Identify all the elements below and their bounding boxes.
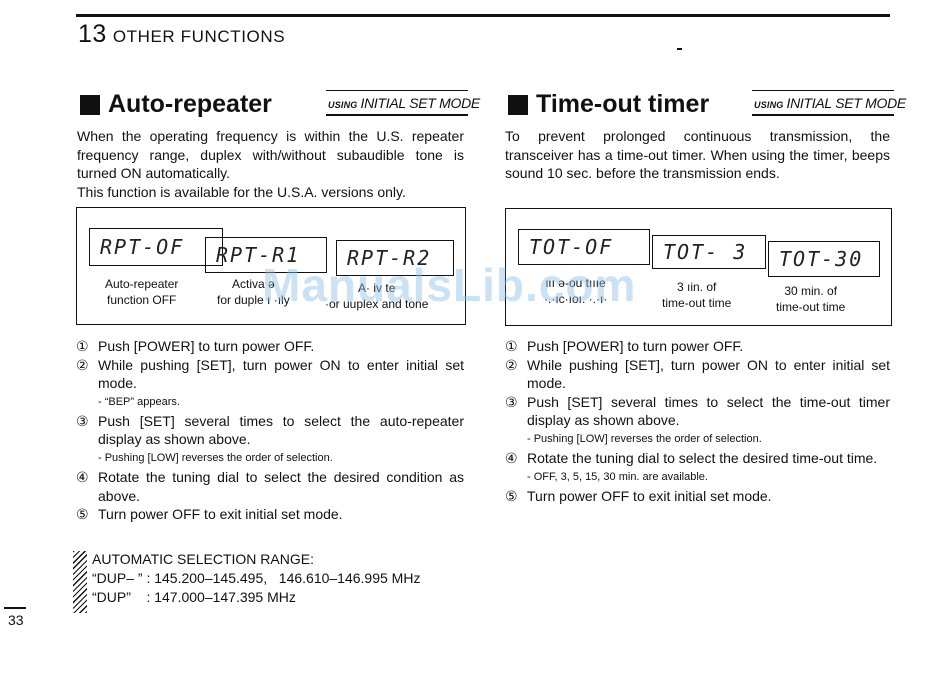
section-square-icon (80, 94, 100, 115)
header-rule (76, 14, 890, 17)
badge-prefix: USING (328, 100, 358, 110)
chapter-heading: 13 OTHER FUNCTIONS (78, 20, 285, 49)
step-note: - Pushing [LOW] reverses the order of se… (98, 451, 333, 464)
step-number: ③ (505, 393, 518, 410)
lcd-display: RPT-R1 (205, 237, 327, 273)
lcd-display: RPT-R2 (336, 240, 454, 276)
range-hatch-marker (73, 551, 87, 613)
page-number: 33 (8, 612, 24, 628)
step-text: Turn power OFF to exit initial set mode. (98, 506, 343, 523)
step-note: - OFF, 3, 5, 15, 30 min. are available. (527, 470, 708, 483)
step-item: ④ Rotate the tuning dial to select the de… (505, 449, 890, 468)
watermark: ManualsLib.com (262, 259, 637, 311)
step-text: Push [POWER] to turn power OFF. (527, 338, 744, 354)
display-caption: 30 min. of time-out time (776, 284, 846, 314)
time-out-timer-title-text: Time-out timer (536, 90, 710, 118)
auto-repeater-title: Auto-repeater (80, 90, 272, 119)
time-out-intro: To prevent prolonged continuous transmis… (505, 127, 890, 183)
intro-paragraph: When the operating frequency is within t… (77, 128, 464, 182)
badge-text: INITIAL SET MODE (786, 95, 907, 111)
lcd-display: TOT-30 (768, 241, 880, 277)
step-note: - Pushing [LOW] reverses the order of se… (527, 432, 762, 445)
range-heading: AUTOMATIC SELECTION RANGE: (92, 551, 314, 567)
display-caption: A· iv te ·or uuplex and tone (325, 281, 429, 311)
step-number: ⑤ (505, 487, 518, 504)
range-row: “DUP” : 147.000–147.395 MHz (92, 589, 296, 605)
speck (677, 48, 682, 50)
step-item: ③ Push [SET] several times to select the … (76, 412, 464, 449)
step-number: ① (76, 338, 89, 354)
step-number: ⑤ (76, 506, 89, 523)
auto-repeater-intro: When the operating frequency is within t… (77, 127, 464, 201)
lcd-display: TOT-OF (518, 229, 650, 265)
step-number: ② (505, 356, 518, 373)
display-caption: 3 ıin. of time-out time (662, 280, 732, 310)
step-item: ① Push [POWER] to turn power OFF. (505, 337, 890, 356)
step-text: While pushing [SET], turn power ON to en… (527, 356, 890, 392)
auto-selection-range: AUTOMATIC SELECTION RANGE: “DUP– ” : 145.… (92, 550, 420, 607)
step-text: Push [SET] several times to select the t… (527, 393, 890, 429)
step-text: Rotate the tuning dial to select the des… (527, 449, 878, 466)
step-number: ② (76, 356, 89, 373)
step-item: ④ Rotate the tuning dial to select the de… (76, 468, 464, 505)
range-row: “DUP– ” : 145.200–145.495, 146.610–146.9… (92, 570, 421, 586)
display-caption: Auto-repeater function OFF (105, 277, 179, 307)
step-item: ② While pushing [SET], turn power ON to e… (505, 356, 890, 393)
time-out-figure: TOT-OF TOT- 3 TOT-30 ιıı ə-ou tıııe ·.·ı… (505, 208, 892, 326)
step-text: Push [POWER] to turn power OFF. (98, 338, 315, 354)
step-note: - “BEP” appears. (98, 395, 180, 408)
auto-repeater-title-text: Auto-repeater (108, 90, 272, 118)
lcd-display: RPT-OF (89, 228, 223, 266)
badge-prefix: USING (754, 100, 784, 110)
step-item: ⑤ Turn power OFF to exit initial set mode… (505, 487, 890, 506)
auto-repeater-steps: ① Push [POWER] to turn power OFF. ② While … (76, 337, 464, 524)
step-text: Push [SET] several times to select the a… (98, 412, 464, 448)
display-caption: ιıı ə-ou tıııe ·.·ıc·ıoı. ·.·ı· (544, 276, 608, 306)
step-number: ④ (76, 468, 89, 485)
step-item: ③ Push [SET] several times to select the … (505, 393, 890, 430)
step-text: While pushing [SET], turn power ON to en… (98, 356, 464, 392)
auto-repeater-figure: RPT-OF RPT-R1 RPT-R2 Auto-repeater funct… (76, 207, 466, 325)
step-number: ① (505, 338, 518, 354)
step-item: ⑤ Turn power OFF to exit initial set mode… (76, 505, 464, 524)
time-out-steps: ① Push [POWER] to turn power OFF. ② While … (505, 337, 890, 505)
chapter-number: 13 (78, 20, 107, 48)
intro-paragraph: To prevent prolonged continuous transmis… (505, 128, 890, 182)
section-square-icon (508, 94, 528, 115)
step-item: ② While pushing [SET], turn power ON to e… (76, 356, 464, 393)
step-number: ④ (505, 449, 518, 466)
badge-text: INITIAL SET MODE (360, 95, 481, 111)
time-out-timer-title: Time-out timer (508, 90, 709, 119)
display-caption: Activa ə for duple ı ·ıly (217, 277, 290, 307)
step-text: Turn power OFF to exit initial set mode. (527, 487, 772, 504)
page-number-rule (4, 607, 26, 609)
step-item: ① Push [POWER] to turn power OFF. (76, 337, 464, 356)
step-number: ③ (76, 412, 89, 429)
intro-paragraph: This function is available for the U.S.A… (77, 183, 406, 200)
lcd-display: TOT- 3 (652, 235, 766, 269)
step-text: Rotate the tuning dial to select the des… (98, 468, 464, 504)
chapter-title: OTHER FUNCTIONS (112, 27, 286, 46)
